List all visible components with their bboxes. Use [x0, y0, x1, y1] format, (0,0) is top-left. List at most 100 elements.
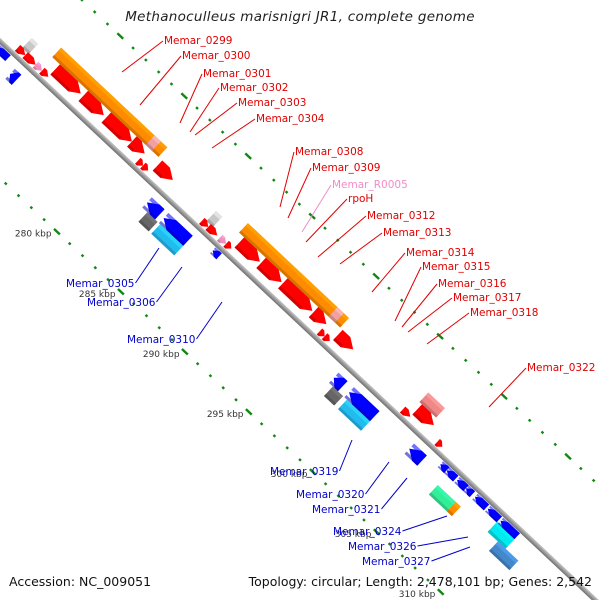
feature-box[interactable] — [446, 501, 461, 517]
feature-shadow — [135, 162, 139, 166]
reverse-gene-label[interactable]: Memar_0306 — [87, 297, 156, 309]
forward-gene-label[interactable]: Memar_0301 — [203, 68, 271, 80]
feature-arrow[interactable] — [333, 329, 358, 355]
feature-box[interactable] — [138, 212, 158, 232]
feature-arrow[interactable] — [278, 278, 317, 316]
feature-box[interactable] — [419, 392, 445, 418]
feature-box[interactable] — [151, 224, 184, 256]
reverse-gene-label[interactable]: Memar_0327 — [362, 556, 430, 568]
forward-gene-label[interactable]: Memar_0304 — [256, 113, 325, 125]
feature-arrow[interactable] — [434, 439, 445, 450]
forward-gene-label[interactable]: Memar_0313 — [383, 227, 451, 239]
feature-rarrow[interactable] — [142, 197, 165, 220]
feature-rarrow[interactable] — [5, 68, 22, 85]
reverse-gene-label[interactable]: Memar_0319 — [270, 466, 338, 478]
feature-arrow[interactable] — [223, 240, 234, 252]
feature-arrow[interactable] — [127, 136, 149, 158]
feature-box[interactable] — [323, 386, 344, 406]
feature-arrow[interactable] — [14, 44, 28, 58]
feature-box[interactable] — [428, 484, 456, 512]
feature-box[interactable] — [338, 399, 370, 431]
reverse-gene-label[interactable]: Memar_0320 — [296, 489, 364, 501]
feature-box[interactable] — [239, 223, 350, 328]
forward-gene-label[interactable]: Memar_0314 — [406, 247, 475, 259]
feature-rarrow[interactable] — [404, 443, 427, 466]
feature-box[interactable] — [22, 37, 39, 55]
minor-tick — [67, 241, 72, 246]
feature-arrow[interactable] — [152, 160, 178, 185]
feature-arrow[interactable] — [39, 67, 51, 80]
reverse-gene-label[interactable]: Memar_0321 — [312, 504, 380, 516]
feature-box[interactable] — [145, 135, 161, 151]
forward-gene-label[interactable]: Memar_0302 — [220, 82, 288, 94]
forward-gene-label[interactable]: Memar_0309 — [312, 162, 380, 174]
feature-arrow[interactable] — [316, 328, 328, 340]
minor-tick — [527, 418, 532, 423]
forward-gene-label[interactable]: Memar_0316 — [438, 278, 507, 290]
feature-highlight — [501, 517, 520, 535]
feature-box[interactable] — [206, 210, 223, 228]
feature-box[interactable] — [52, 47, 168, 157]
major-tick — [436, 332, 444, 340]
forward-gene-label[interactable]: Memar_0322 — [527, 362, 595, 374]
feature-arrow[interactable] — [205, 224, 219, 238]
reverse-gene-label[interactable]: Memar_0324 — [333, 526, 402, 538]
feature-arrow[interactable] — [412, 404, 438, 430]
forward-gene-label[interactable]: Memar_0308 — [295, 146, 363, 158]
feature-rarrow[interactable] — [158, 212, 193, 246]
forward-gene-label[interactable]: Memar_0299 — [164, 35, 232, 47]
feature-rarrow[interactable] — [497, 517, 520, 540]
feature-rarrow[interactable] — [472, 493, 490, 511]
feature-highlight — [29, 37, 39, 47]
feature-highlight — [334, 307, 344, 316]
feature-arrow[interactable] — [78, 90, 108, 120]
forward-gene-label[interactable]: Memar_0315 — [422, 261, 490, 273]
forward-gene-label[interactable]: rpoH — [348, 193, 373, 205]
feature-arrow[interactable] — [308, 307, 331, 329]
feature-arrow[interactable] — [321, 333, 333, 344]
forward-gene-label[interactable]: Memar_0317 — [453, 292, 521, 304]
feature-arrow[interactable] — [22, 52, 39, 67]
feature-box[interactable] — [328, 307, 344, 323]
feature-rarrow[interactable] — [209, 247, 222, 260]
feature-arrow[interactable] — [135, 157, 146, 169]
feature-rarrow[interactable] — [328, 372, 348, 392]
feature-arrow[interactable] — [32, 61, 45, 74]
feature-arrow[interactable] — [199, 217, 211, 230]
feature-highlight — [159, 160, 170, 171]
reverse-gene-label[interactable]: Memar_0326 — [348, 541, 417, 553]
feature-rarrow[interactable] — [454, 476, 469, 492]
minor-tick — [272, 178, 276, 182]
forward-gene-label[interactable]: Memar_0318 — [470, 307, 538, 319]
feature-box[interactable] — [488, 541, 519, 571]
feature-shadow — [5, 76, 14, 85]
feature-rarrow[interactable] — [437, 461, 450, 474]
forward-gene-label[interactable]: Memar_R0005 — [332, 179, 408, 191]
forward-gene-label[interactable]: Memar_0303 — [238, 97, 306, 109]
feature-arrow[interactable] — [234, 237, 265, 266]
reverse-gene-label[interactable]: Memar_0305 — [66, 278, 134, 290]
feature-rarrow[interactable] — [0, 44, 11, 62]
feature-rarrow[interactable] — [463, 485, 476, 498]
feature-arrow[interactable] — [101, 112, 137, 146]
feature-arrow[interactable] — [256, 257, 286, 287]
feature-layer — [0, 37, 520, 571]
feature-rarrow[interactable] — [344, 387, 380, 422]
minor-tick — [259, 166, 263, 170]
feature-highlight — [325, 333, 330, 337]
major-tick — [116, 32, 125, 40]
feature-arrow[interactable] — [140, 162, 151, 174]
feature-shadow — [78, 98, 94, 114]
minor-tick — [387, 286, 391, 291]
forward-gene-label[interactable]: Memar_0300 — [182, 50, 250, 62]
feature-box[interactable] — [487, 521, 516, 549]
feature-rarrow[interactable] — [444, 467, 459, 482]
reverse-gene-label[interactable]: Memar_0310 — [127, 334, 195, 346]
feature-arrow[interactable] — [399, 406, 413, 420]
feature-arrow[interactable] — [216, 234, 229, 247]
forward-gene-label[interactable]: Memar_0312 — [367, 210, 435, 222]
feature-rarrow[interactable] — [485, 505, 503, 523]
feature-arrow[interactable] — [50, 64, 85, 98]
minor-tick — [131, 46, 135, 50]
